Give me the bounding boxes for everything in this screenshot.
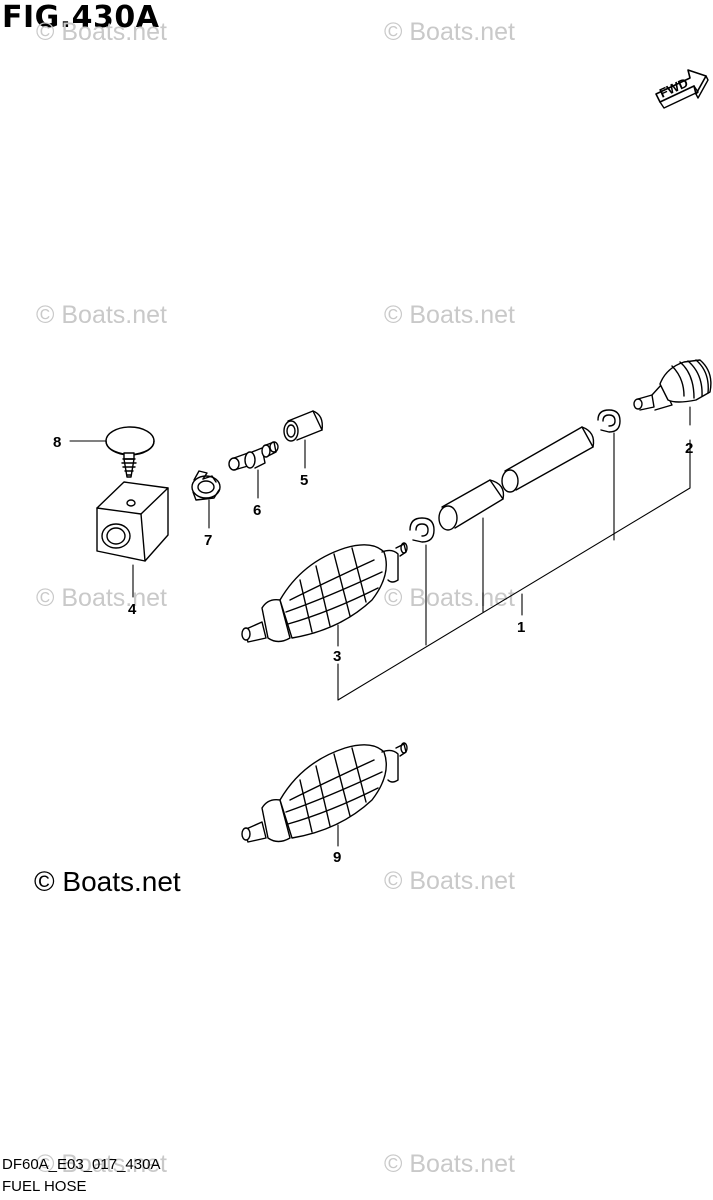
part-number-5: 5 — [300, 472, 308, 489]
part-number-6: 6 — [253, 502, 261, 519]
watermark: © Boats.net — [384, 584, 515, 612]
part-5-hose — [283, 410, 323, 442]
part-number-9: 9 — [333, 849, 341, 866]
watermark: © Boats.net — [36, 18, 167, 46]
part-1-clip-right — [597, 409, 621, 433]
fwd-arrow-icon: FWD — [655, 69, 709, 109]
watermark: © Boats.net — [36, 584, 167, 612]
part-2-connector — [633, 359, 712, 411]
figure-title: FIG.430A — [2, 0, 160, 35]
watermark: © Boats.net — [36, 1150, 167, 1178]
copyright-notice: © Boats.net — [34, 866, 181, 897]
watermark: © Boats.net — [384, 867, 515, 895]
part-number-4: 4 — [128, 601, 137, 618]
fwd-label: FWD — [657, 75, 690, 101]
part-7-clip — [191, 470, 221, 501]
part-6-connector — [228, 441, 279, 471]
watermark: © Boats.net — [384, 301, 515, 329]
part-1-hose-long — [501, 426, 595, 493]
part-number-1: 1 — [517, 619, 525, 636]
part-1-clip-left — [409, 517, 435, 543]
leader-lines — [69, 406, 691, 847]
watermark: © Boats.net — [384, 1150, 515, 1178]
part-number-7: 7 — [204, 532, 212, 549]
part-4-holder — [96, 481, 169, 562]
diagram-code: DF60A_E03_017_430A — [2, 1156, 161, 1173]
part-3-primer-bulb — [241, 542, 408, 643]
watermark: © Boats.net — [384, 18, 515, 46]
part-8-clip — [105, 426, 155, 478]
watermark: © Boats.net — [36, 301, 167, 329]
part-number-2: 2 — [685, 440, 693, 457]
part-number-8: 8 — [53, 434, 61, 451]
part-number-3: 3 — [333, 648, 341, 665]
part-1-hose-short — [438, 479, 505, 531]
diagram-caption: FUEL HOSE — [2, 1178, 87, 1195]
part-9-primer-bulb — [241, 742, 408, 843]
